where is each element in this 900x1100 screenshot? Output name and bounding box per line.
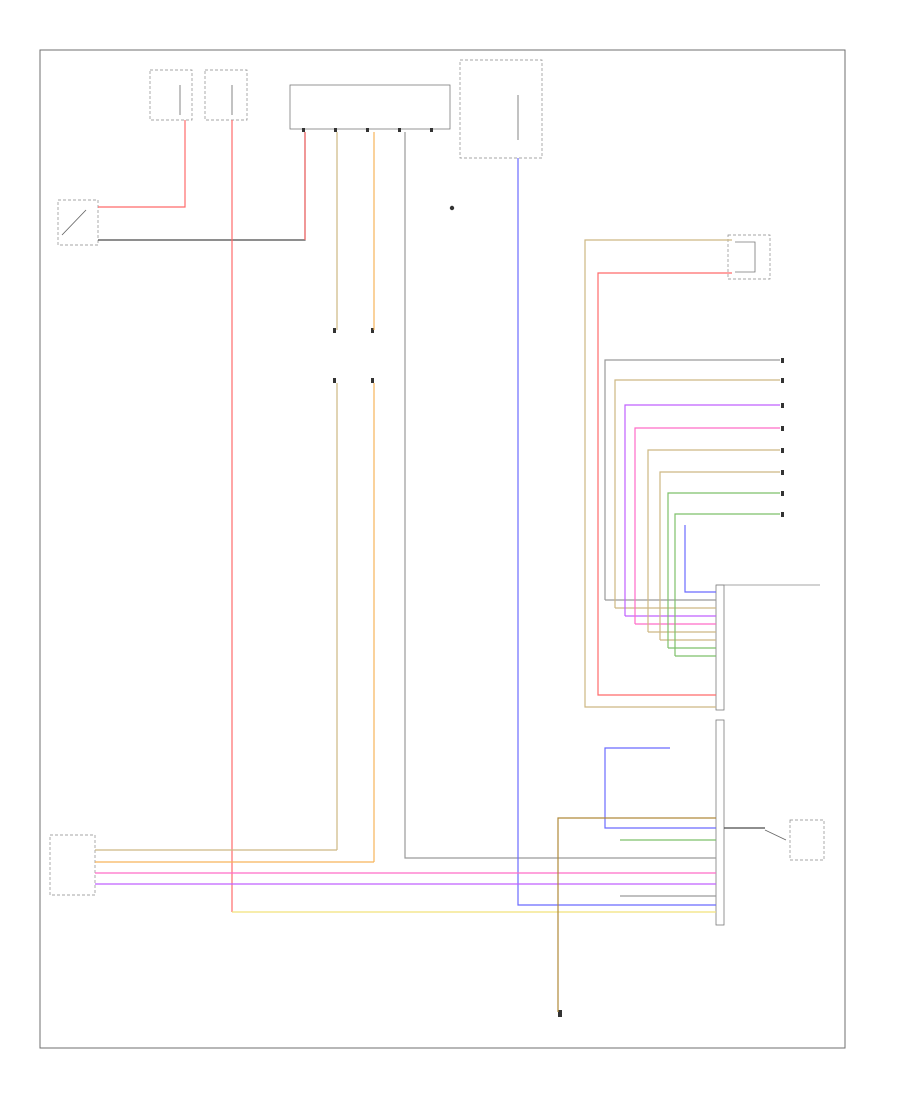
wire-sensor-1 (614, 379, 780, 608)
wire-pin (781, 448, 784, 453)
wire-pin (781, 426, 784, 431)
wire-pin (781, 378, 784, 383)
fuse-left (149, 69, 193, 121)
wire-sol-tan (584, 239, 732, 708)
lower-control-module (715, 719, 725, 926)
wire-pin (781, 358, 784, 363)
wire-sensor-blue (684, 525, 716, 593)
fuse-right (459, 59, 543, 159)
central-module (289, 84, 451, 132)
wire-end-pins (781, 358, 784, 517)
wire-sensor-3 (634, 427, 780, 624)
wire-lower-blue-loop (604, 747, 716, 829)
wire-sensor-7 (674, 513, 780, 656)
connector-b (333, 378, 374, 383)
shift-lock-solenoid (727, 234, 771, 280)
wire-blue (517, 158, 716, 906)
wire-brake-red (98, 120, 186, 208)
wire-brake-black (98, 132, 306, 241)
wire-sensor-4 (647, 449, 780, 632)
diagram-frame (39, 49, 846, 1049)
transmission-control-module (49, 834, 96, 896)
wire-sensor-5 (659, 471, 780, 640)
wire-sensor-6 (667, 492, 780, 648)
brake-light-switch (57, 199, 99, 246)
ground-bottom (558, 1010, 562, 1017)
wire-sensor-0 (604, 359, 780, 600)
wire-pin (781, 512, 784, 517)
selector-lever-position (764, 819, 825, 861)
wire-gray-main (404, 132, 716, 859)
wire-sensor-2 (624, 404, 780, 616)
wire-pin (781, 403, 784, 408)
wire-lower-brown (557, 817, 716, 1012)
wire-pin (781, 491, 784, 496)
connector-a (333, 328, 374, 333)
fuse-center (204, 69, 248, 121)
wires (95, 120, 780, 1012)
wire-sol-red (597, 272, 732, 696)
ground-point-top (449, 205, 455, 211)
transmission-range-sensor (715, 584, 820, 711)
wire-pin (781, 470, 784, 475)
